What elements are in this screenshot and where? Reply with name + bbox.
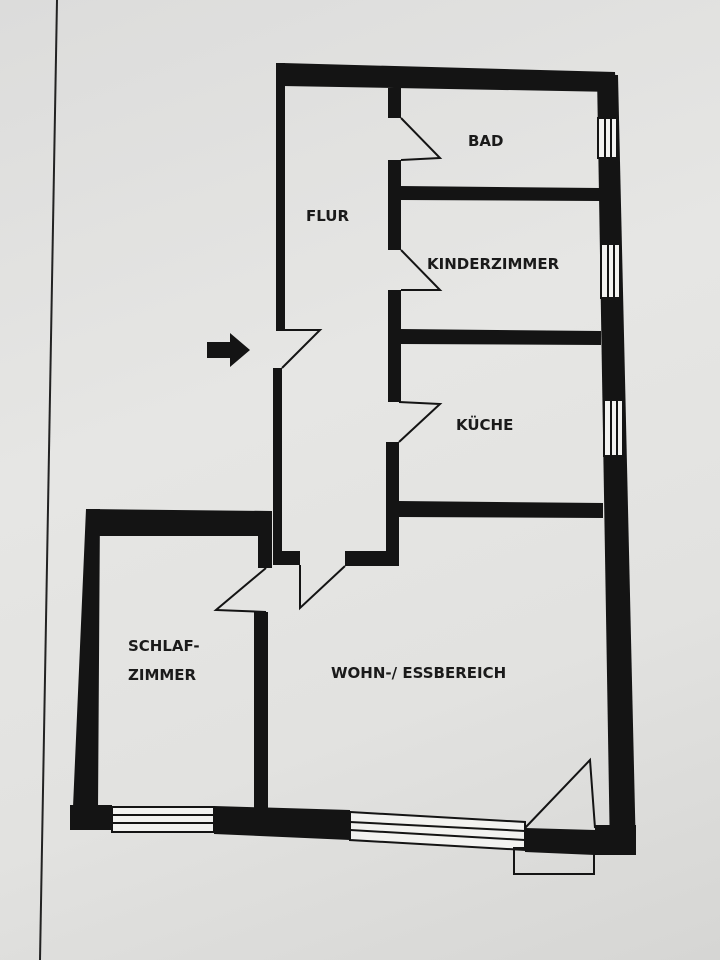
room-label-kueche: KÜCHE — [456, 415, 513, 434]
balcony — [513, 847, 595, 875]
wall-kueche-wohn — [398, 501, 603, 518]
room-label-kinderzimmer: KINDERZIMMER — [427, 255, 560, 273]
wall-flur-bottom — [273, 551, 300, 565]
door-bad — [400, 117, 443, 161]
wall-bad-kinder — [400, 186, 600, 201]
door-kinder — [400, 249, 443, 291]
wall-schlaf-left — [70, 509, 100, 830]
wall-inner — [388, 160, 401, 250]
wall-kinder-kueche — [400, 329, 601, 345]
wall-right — [597, 75, 636, 855]
wall-top — [282, 63, 616, 92]
windows — [111, 117, 624, 875]
room-label-flur: FLUR — [306, 207, 349, 225]
room-label-bad: BAD — [468, 132, 504, 150]
wall-inner — [388, 290, 401, 402]
window-bad — [597, 117, 618, 159]
wall-bottom — [525, 828, 595, 855]
wall-inner — [388, 88, 401, 118]
wall-bottom — [214, 806, 350, 840]
door-kueche — [398, 401, 443, 443]
window-schlaf — [111, 806, 215, 833]
wall-schlaf-right — [258, 536, 272, 568]
door-flur-wohn — [299, 565, 346, 611]
paper-edge-line — [39, 0, 58, 960]
wall-schlaf-right — [254, 612, 268, 812]
wall-bottom — [70, 805, 112, 830]
window-kinder — [600, 243, 621, 299]
door-balcony — [524, 757, 596, 829]
doors — [213, 117, 596, 829]
door-entrance — [281, 329, 323, 369]
wall-bottom — [595, 825, 636, 855]
wall-flur-left-lower — [273, 368, 282, 563]
room-label-schlafzimmer-2: ZIMMER — [128, 666, 197, 684]
room-label-schlafzimmer-1: SCHLAF- — [128, 637, 200, 655]
wall-schlaf-top — [86, 509, 272, 536]
room-label-wohn-essbereich: WOHN-/ ESSBEREICH — [331, 664, 506, 682]
door-schlaf — [213, 567, 267, 613]
walls — [70, 63, 636, 855]
wall-flur-left-upper — [276, 63, 285, 331]
wall-inner — [386, 442, 399, 566]
window-kueche — [603, 399, 624, 457]
entrance-arrow-icon — [207, 333, 250, 367]
wall-flur-bottom — [345, 551, 397, 566]
